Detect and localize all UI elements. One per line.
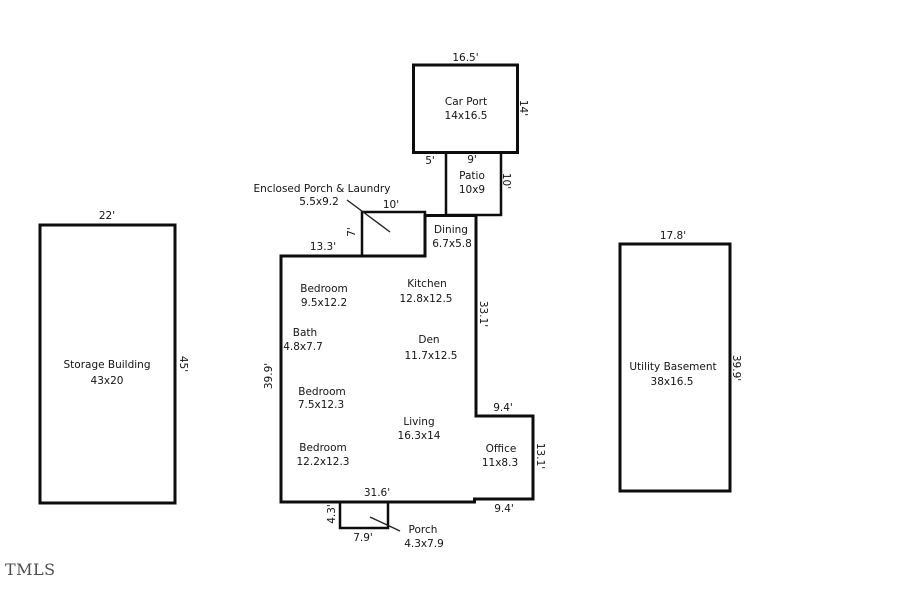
den-size: 11.7x12.5 [405,350,458,362]
kitchen-size: 12.8x12.5 [400,293,453,305]
porch-label: Porch [409,524,438,536]
utility-basement-label: Utility Basement [629,361,716,373]
office-label: Office [486,443,517,455]
office-right-dim: 13.1' [534,443,546,469]
patio-size: 10x9 [459,184,485,196]
tmls-watermark: TMLS [5,560,56,579]
porch-height-dim: 4.3' [326,504,338,524]
bath-label: Bath [293,327,317,339]
dining-label: Dining [434,224,468,236]
enclosed-porch-leader-line [346,199,391,233]
enclosed-porch-label: Enclosed Porch & Laundry [254,183,391,195]
porch-width-dim: 7.9' [353,532,373,544]
living-size: 16.3x14 [398,430,441,442]
kitchen-label: Kitchen [407,278,446,290]
car-port-outline [412,63,519,154]
utility-basement-outline [618,242,732,493]
utility-basement-width-dim: 17.8' [660,230,686,242]
main-house-step-upper-dim: 9.4' [493,402,513,414]
utility-basement-size: 38x16.5 [651,376,694,388]
bedroom2-label: Bedroom [298,386,346,398]
office-size: 11x8.3 [482,457,518,469]
bedroom1-size: 9.5x12.2 [301,297,347,309]
bedroom1-label: Bedroom [300,283,348,295]
porch-size: 4.3x7.9 [404,538,444,550]
patio-width-dim: 9' [467,154,477,166]
porch-outline [338,500,390,530]
patio-height-dim: 10' [500,173,512,189]
enclosed-porch-size: 5.5x9.2 [299,196,339,208]
bedroom3-label: Bedroom [299,442,347,454]
storage-building-size: 43x20 [91,375,124,387]
den-label: Den [418,334,439,346]
main-house-left-dim: 39.9' [263,363,275,389]
main-house-step-lower-dim: 9.4' [494,503,514,515]
living-label: Living [403,416,434,428]
enclosed-porch-width-dim: 10' [383,199,399,211]
car-port-width-dim: 16.5' [452,52,478,64]
storage-building-width-dim: 22' [99,210,115,222]
car-port-size: 14x16.5 [445,110,488,122]
main-house-right-upper-dim: 33.1' [477,301,489,327]
storage-building-height-dim: 45' [177,356,189,372]
main-house-top-dim: 13.3' [310,241,336,253]
patio-offset-dim: 5' [425,155,435,167]
bedroom2-size: 7.5x12.3 [298,399,344,411]
car-port-label: Car Port [445,96,487,108]
enclosed-porch-height-dim: 7' [346,227,358,237]
main-house-outline [279,214,535,504]
porch-leader-line [369,516,401,532]
bath-size: 4.8x7.7 [283,341,323,353]
main-house-bottom-dim: 31.6' [364,487,390,499]
utility-basement-height-dim: 39.9' [730,355,742,381]
patio-label: Patio [459,170,485,182]
storage-building-outline [38,223,177,505]
bedroom3-size: 12.2x12.3 [297,456,350,468]
storage-building-label: Storage Building [63,359,150,371]
dining-size: 6.7x5.8 [432,238,472,250]
car-port-height-dim: 14' [517,100,529,116]
